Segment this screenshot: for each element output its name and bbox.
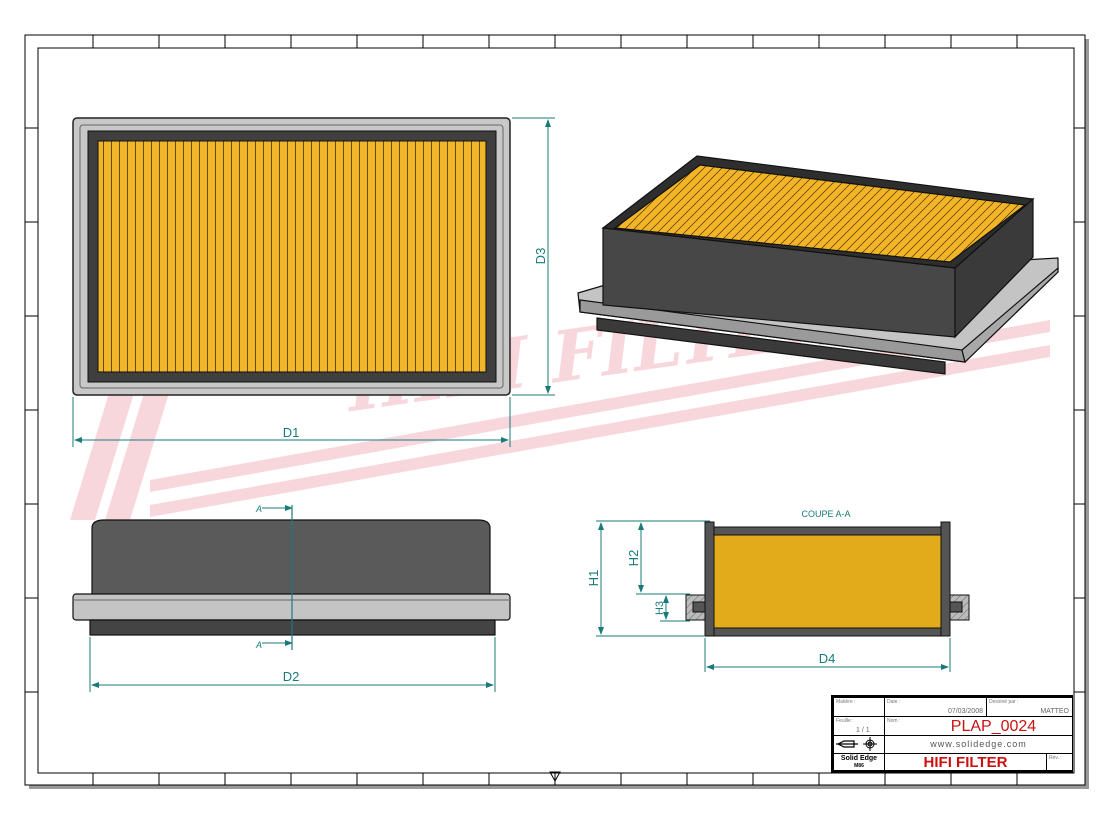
first-angle-projection-icon [836, 737, 877, 751]
drawn-by-value: MATTEO [1040, 708, 1069, 715]
revision-label: Rév. : [1049, 755, 1062, 761]
sheet-label: Feuille : [836, 718, 854, 724]
material-cell: Matière : [833, 697, 885, 717]
section-title: COUPE A-A [801, 509, 850, 519]
software-name: Solid Edge [840, 755, 878, 762]
drawn-by-cell: Dessiné par : MATTEO [986, 697, 1073, 717]
material-label: Matière : [836, 699, 856, 705]
drawn-by-label: Dessiné par : [989, 699, 1019, 705]
sheet-cell: Feuille : 1 / 1 [833, 716, 885, 736]
drawing-title: HIFI FILTER [923, 754, 1008, 771]
projection-symbol-cell [833, 735, 885, 754]
top-view [72, 117, 511, 396]
isometric-view [577, 155, 1059, 375]
dimension-d1 [72, 397, 511, 447]
drawing-name: PLAP_0024 [950, 718, 1037, 735]
title-block: Matière : Date : 07/03/2008 Dessiné par … [831, 695, 1073, 773]
website-cell: www.solidedge.com [884, 735, 1073, 754]
sheet-value: 1 / 1 [856, 727, 870, 734]
dimension-label-h2: H2 [626, 550, 641, 567]
dimension-label-d2: D2 [283, 669, 300, 684]
dimension-h1-h2-h3-d4 [596, 520, 951, 672]
dimension-label-h3: H3 [654, 601, 666, 615]
date-value: 07/03/2008 [947, 708, 983, 715]
dimension-label-d1: D1 [283, 425, 300, 440]
dimension-label-d4: D4 [819, 651, 836, 666]
dimension-d2 [89, 637, 496, 692]
software-sub: M86 [854, 763, 864, 769]
name-cell: Nom : PLAP_0024 [884, 716, 1073, 736]
border-zone-ticks [25, 35, 1085, 785]
filter-media [97, 140, 487, 373]
name-label: Nom : [887, 718, 901, 724]
dimension-label-d3: D3 [533, 248, 548, 265]
date-label: Date : [887, 699, 901, 705]
revision-cell: Rév. : [1046, 753, 1073, 771]
title-cell: HIFI FILTER [884, 753, 1047, 771]
centering-mark-icon [549, 771, 561, 783]
section-label-bottom: A [255, 640, 262, 650]
date-cell: Date : 07/03/2008 [884, 697, 987, 717]
website-text: www.solidedge.com [930, 739, 1027, 749]
software-cell: Solid Edge M86 [833, 753, 885, 771]
section-label-top: A [255, 504, 262, 514]
dimension-label-h1: H1 [586, 570, 601, 587]
dimension-d3 [512, 117, 555, 396]
section-view [685, 521, 970, 637]
